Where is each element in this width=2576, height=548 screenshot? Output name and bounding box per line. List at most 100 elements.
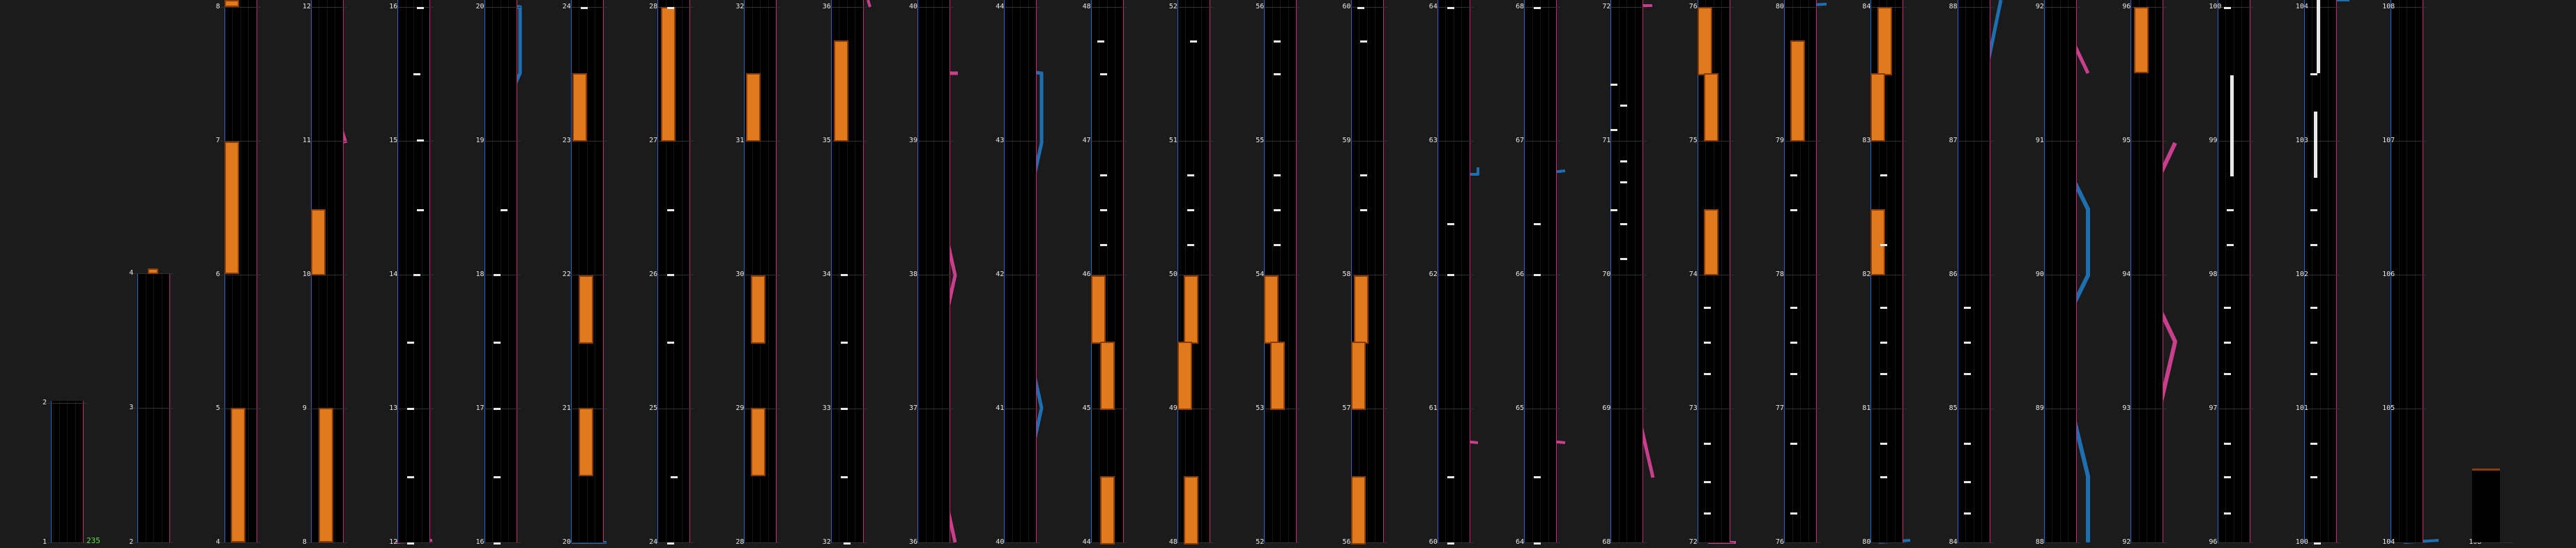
lane-left-border — [2303, 0, 2305, 542]
hold-note — [224, 142, 239, 274]
tap-note — [1620, 105, 1628, 107]
measure-number: 42 — [996, 271, 1005, 278]
tap-note — [1533, 542, 1541, 545]
measure-number: 31 — [736, 137, 745, 144]
tap-note — [666, 542, 674, 545]
lane-guide — [1808, 0, 1809, 542]
lane-guide — [67, 401, 68, 542]
measure-number: 64 — [1428, 3, 1438, 10]
measure-number: 17 — [475, 404, 485, 412]
lane-guide — [2154, 0, 2156, 542]
lane-guide — [1721, 0, 1723, 542]
measure-number: 8 — [302, 538, 307, 546]
measure-separator — [1346, 141, 1387, 142]
tap-note — [1447, 274, 1454, 276]
measure-number: 73 — [1689, 404, 1698, 412]
tap-note — [1963, 307, 1971, 309]
lane-guide — [760, 0, 761, 542]
lane-guide — [1288, 0, 1289, 542]
measure-separator — [220, 141, 261, 142]
measure-separator — [1086, 141, 1127, 142]
tap-note — [1610, 129, 1618, 131]
hold-note — [1184, 275, 1199, 344]
measure-number: 88 — [1949, 3, 1958, 10]
lane-guide — [1981, 0, 1983, 542]
measure-number: 93 — [2122, 404, 2131, 412]
lane-right-border — [776, 0, 777, 542]
tap-note — [1790, 373, 1798, 375]
measure-number: 28 — [649, 3, 658, 10]
vertical-hold — [2313, 112, 2317, 178]
lane-left-border — [1264, 0, 1265, 542]
measure-number: 70 — [1602, 271, 1611, 278]
tap-note — [1447, 476, 1454, 478]
hold-note — [745, 73, 761, 142]
measure-number: 4 — [129, 269, 134, 277]
measure-number: 101 — [2295, 404, 2308, 412]
measure-number: 36 — [822, 3, 831, 10]
tap-note — [1620, 258, 1628, 260]
measure-number: 10 — [302, 271, 311, 278]
tap-note — [1100, 73, 1108, 75]
measure-number: 45 — [1082, 404, 1091, 412]
lane-right-border — [602, 0, 604, 542]
tap-note — [2223, 373, 2231, 375]
measure-number: 44 — [1082, 538, 1091, 546]
measure-number: 100 — [2209, 3, 2222, 10]
measure-separator — [1000, 542, 1041, 543]
tap-note — [1703, 342, 1711, 344]
tap-note — [1963, 342, 1971, 344]
lane-guide — [2328, 0, 2329, 542]
lane-right-border — [1382, 0, 1384, 542]
tap-note — [1100, 209, 1108, 211]
tap-note — [1190, 40, 1198, 43]
tap-note — [2227, 244, 2234, 246]
tap-note — [580, 7, 588, 9]
measure-number: 18 — [475, 271, 485, 278]
measure-separator — [913, 7, 954, 8]
tap-note — [1274, 244, 1281, 246]
hold-note — [1350, 476, 1366, 545]
measure-number: 20 — [475, 3, 485, 10]
measure-number: 102 — [2295, 271, 2308, 278]
measure-number: 98 — [2209, 271, 2218, 278]
tap-note — [1703, 373, 1711, 375]
measure-number: 48 — [1082, 3, 1091, 10]
measure-separator — [1173, 7, 1214, 8]
tap-note — [1533, 223, 1541, 225]
lane-guide — [1548, 0, 1549, 542]
measure-number: 8 — [215, 3, 220, 10]
measure-number: 84 — [1949, 538, 1958, 546]
measure-number: 103 — [2295, 137, 2308, 144]
measure-number: 92 — [2122, 538, 2131, 546]
tap-note — [1790, 443, 1798, 445]
lane-right-border — [83, 401, 84, 542]
tap-note — [840, 342, 848, 344]
lane-guide — [925, 0, 927, 542]
measure-number: 94 — [2122, 271, 2131, 278]
tap-note — [413, 274, 421, 276]
lane-guide — [1626, 0, 1628, 542]
measure-separator — [1433, 141, 1474, 142]
hold-note — [1877, 7, 1892, 75]
lane-guide — [1272, 0, 1273, 542]
tap-note — [1360, 40, 1368, 43]
measure-number: 22 — [562, 271, 571, 278]
tap-note — [1610, 84, 1618, 86]
measure-separator — [1260, 542, 1301, 543]
lane-right-border — [429, 0, 431, 542]
measure-separator — [1693, 7, 1734, 8]
lane-right-border — [1556, 0, 1557, 542]
lane-guide — [59, 401, 60, 542]
measure-separator — [220, 7, 261, 8]
measure-number: 81 — [1862, 404, 1871, 412]
hold-note — [660, 7, 676, 142]
lane-left-border — [657, 0, 659, 542]
measure-separator — [740, 7, 781, 8]
hold-note — [572, 73, 588, 142]
measure-number: 50 — [1168, 271, 1178, 278]
tap-note — [1880, 244, 1888, 246]
measure-number: 24 — [562, 3, 571, 10]
hold-note — [1177, 342, 1192, 410]
